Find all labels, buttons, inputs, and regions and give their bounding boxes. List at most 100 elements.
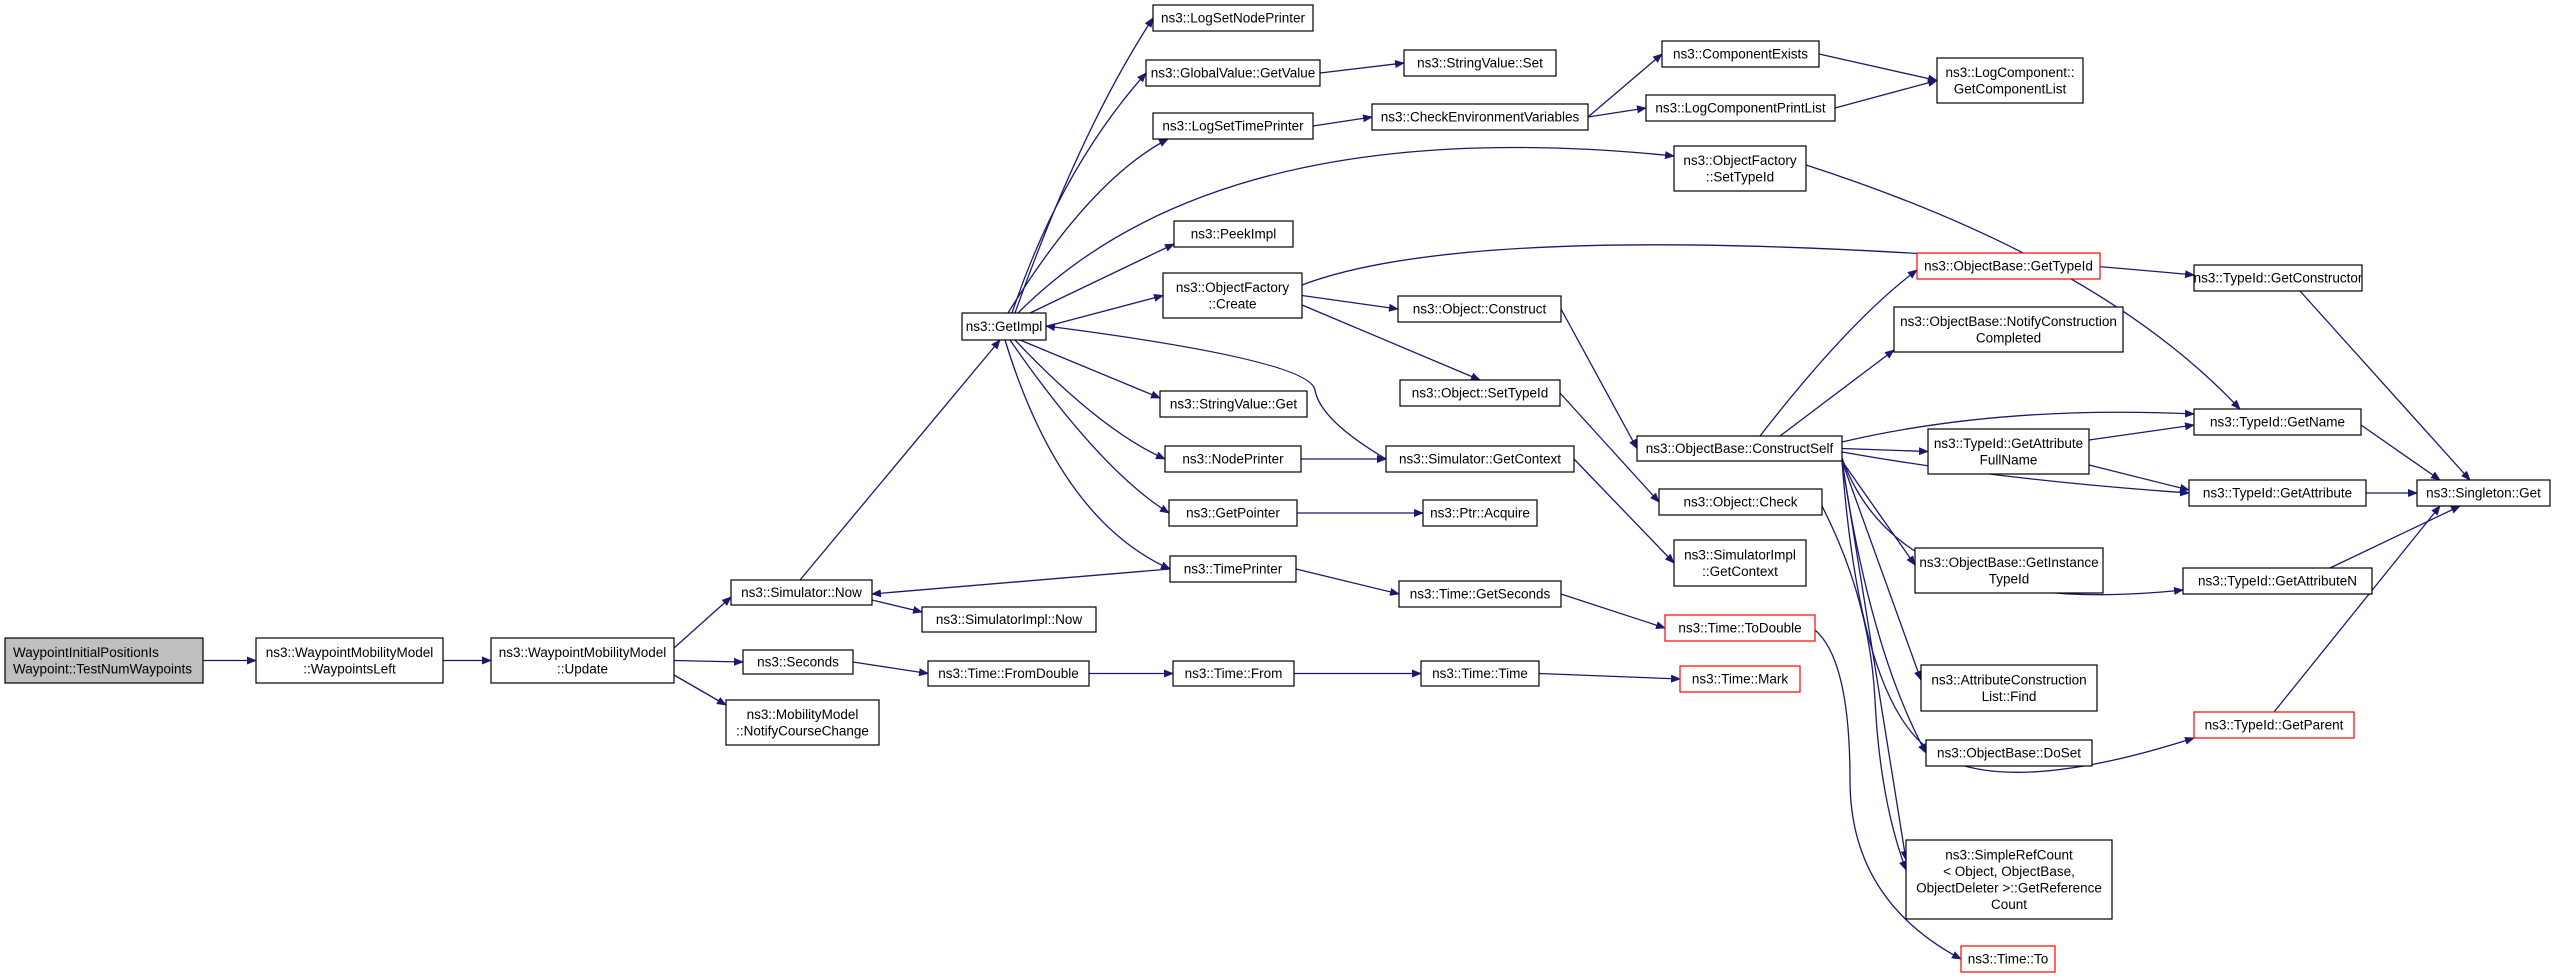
node-obconstructself[interactable]: ns3::ObjectBase::ConstructSelf — [1636, 435, 1843, 462]
node-box-obgettypeid[interactable] — [1916, 252, 2101, 280]
node-getimpl[interactable]: ns3::GetImpl — [961, 312, 1047, 341]
node-box-simgetctx[interactable] — [1385, 445, 1575, 473]
node-compexists[interactable]: ns3::ComponentExists — [1661, 40, 1820, 68]
node-box-tidgetattrfull[interactable] — [1927, 428, 2090, 475]
node-box-update[interactable] — [490, 637, 675, 684]
node-timegetsec[interactable]: ns3::Time::GetSeconds — [1398, 580, 1562, 608]
node-ptracquire[interactable]: ns3::Ptr::Acquire — [1422, 499, 1538, 527]
node-box-tidgetctor[interactable] — [2193, 264, 2363, 292]
node-box-tidgetattr[interactable] — [2188, 479, 2367, 507]
node-tidgetparent[interactable]: ns3::TypeId::GetParent — [2193, 711, 2355, 739]
node-timetime[interactable]: ns3::Time::Time — [1420, 660, 1540, 687]
node-srcgetref[interactable]: ns3::SimpleRefCount< Object, ObjectBase,… — [1905, 839, 2113, 920]
node-timeto[interactable]: ns3::Time::To — [1960, 945, 2056, 973]
node-box-wpleft[interactable] — [255, 637, 444, 684]
node-svset[interactable]: ns3::StringValue::Set — [1403, 49, 1557, 77]
node-timetodouble[interactable]: ns3::Time::ToDouble — [1664, 614, 1816, 642]
node-box-acfind[interactable] — [1920, 664, 2098, 712]
node-timefrom[interactable]: ns3::Time::From — [1172, 660, 1295, 687]
node-box-simimplgetctx[interactable] — [1673, 539, 1807, 587]
node-box-gvgetvalue[interactable] — [1145, 59, 1321, 87]
node-box-svset[interactable] — [1403, 49, 1557, 77]
node-box-tidgetparent[interactable] — [2193, 711, 2355, 739]
node-svget[interactable]: ns3::StringValue::Get — [1159, 390, 1308, 418]
node-box-singletonget[interactable] — [2416, 479, 2551, 507]
node-ofsettypeid[interactable]: ns3::ObjectFactory::SetTypeId — [1673, 145, 1807, 192]
node-tidgetctor[interactable]: ns3::TypeId::GetConstructor — [2193, 264, 2363, 292]
node-box-logsetnode[interactable] — [1152, 4, 1314, 32]
node-box-objsettypeid[interactable] — [1399, 379, 1561, 407]
node-objconstruct[interactable]: ns3::Object::Construct — [1397, 295, 1562, 323]
node-logsettime[interactable]: ns3::LogSetTimePrinter — [1152, 112, 1314, 140]
node-box-seconds[interactable] — [742, 649, 854, 675]
node-logcompprint[interactable]: ns3::LogComponentPrintList — [1645, 94, 1836, 122]
node-nodeprinter[interactable]: ns3::NodePrinter — [1164, 445, 1302, 473]
node-box-timeto[interactable] — [1960, 945, 2056, 973]
node-box-nodeprinter[interactable] — [1164, 445, 1302, 473]
node-box-simimplnow[interactable] — [921, 606, 1097, 633]
node-simimplnow[interactable]: ns3::SimulatorImpl::Now — [921, 606, 1097, 633]
node-obgettypeid[interactable]: ns3::ObjectBase::GetTypeId — [1916, 252, 2101, 280]
node-box-peekimpl[interactable] — [1173, 220, 1294, 248]
node-box-timetodouble[interactable] — [1664, 614, 1816, 642]
node-timeprinter[interactable]: ns3::TimePrinter — [1169, 555, 1297, 583]
node-box-compexists[interactable] — [1661, 40, 1820, 68]
node-simgetctx[interactable]: ns3::Simulator::GetContext — [1385, 445, 1575, 473]
node-simimplgetctx[interactable]: ns3::SimulatorImpl::GetContext — [1673, 539, 1807, 587]
node-box-simnow[interactable] — [730, 579, 873, 606]
node-objsettypeid[interactable]: ns3::Object::SetTypeId — [1399, 379, 1561, 407]
node-tidgetname[interactable]: ns3::TypeId::GetName — [2193, 408, 2362, 436]
node-box-timegetsec[interactable] — [1398, 580, 1562, 608]
node-singletonget[interactable]: ns3::Singleton::Get — [2416, 479, 2551, 507]
node-root[interactable]: WaypointInitialPositionIsWaypoint::TestN… — [4, 637, 204, 684]
node-getpointer[interactable]: ns3::GetPointer — [1168, 499, 1298, 527]
node-wpleft[interactable]: ns3::WaypointMobilityModel::WaypointsLef… — [255, 637, 444, 684]
node-box-logsettime[interactable] — [1152, 112, 1314, 140]
node-box-logcompgetlist[interactable] — [1936, 57, 2084, 104]
node-box-timeprinter[interactable] — [1169, 555, 1297, 583]
node-box-obconstructself[interactable] — [1636, 435, 1843, 462]
node-box-ofsettypeid[interactable] — [1673, 145, 1807, 192]
node-seconds[interactable]: ns3::Seconds — [742, 649, 854, 675]
node-peekimpl[interactable]: ns3::PeekImpl — [1173, 220, 1294, 248]
node-obdoset[interactable]: ns3::ObjectBase::DoSet — [1925, 739, 2093, 767]
node-tidgetattrn[interactable]: ns3::TypeId::GetAttributeN — [2182, 567, 2373, 595]
node-logcompgetlist[interactable]: ns3::LogComponent::GetComponentList — [1936, 57, 2084, 104]
node-checkenv[interactable]: ns3::CheckEnvironmentVariables — [1371, 103, 1589, 131]
node-objcheck[interactable]: ns3::Object::Check — [1658, 488, 1823, 516]
node-logsetnode[interactable]: ns3::LogSetNodePrinter — [1152, 4, 1314, 32]
node-box-checkenv[interactable] — [1371, 103, 1589, 131]
node-ofcreate[interactable]: ns3::ObjectFactory::Create — [1162, 272, 1303, 319]
node-notifycc[interactable]: ns3::MobilityModel::NotifyCourseChange — [725, 699, 880, 746]
node-obnotify[interactable]: ns3::ObjectBase::NotifyConstructionCompl… — [1893, 306, 2124, 353]
node-box-ptracquire[interactable] — [1422, 499, 1538, 527]
node-box-getpointer[interactable] — [1168, 499, 1298, 527]
node-box-tidgetattrn[interactable] — [2182, 567, 2373, 595]
node-box-tidgetname[interactable] — [2193, 408, 2362, 436]
node-box-objcheck[interactable] — [1658, 488, 1823, 516]
node-box-ofcreate[interactable] — [1162, 272, 1303, 319]
node-box-timetime[interactable] — [1420, 660, 1540, 687]
node-box-objconstruct[interactable] — [1397, 295, 1562, 323]
node-box-notifycc[interactable] — [725, 699, 880, 746]
node-tidgetattr[interactable]: ns3::TypeId::GetAttribute — [2188, 479, 2367, 507]
node-box-timefrom[interactable] — [1172, 660, 1295, 687]
node-box-logcompprint[interactable] — [1645, 94, 1836, 122]
node-box-root[interactable] — [4, 637, 204, 684]
node-box-obdoset[interactable] — [1925, 739, 2093, 767]
node-fromdouble[interactable]: ns3::Time::FromDouble — [927, 660, 1090, 687]
node-box-fromdouble[interactable] — [927, 660, 1090, 687]
node-box-svget[interactable] — [1159, 390, 1308, 418]
node-box-timemark[interactable] — [1679, 665, 1801, 693]
node-box-getimpl[interactable] — [961, 312, 1047, 341]
node-update[interactable]: ns3::WaypointMobilityModel::Update — [490, 637, 675, 684]
node-gvgetvalue[interactable]: ns3::GlobalValue::GetValue — [1145, 59, 1321, 87]
node-box-obgetinstance[interactable] — [1914, 547, 2104, 594]
node-timemark[interactable]: ns3::Time::Mark — [1679, 665, 1801, 693]
node-simnow[interactable]: ns3::Simulator::Now — [730, 579, 873, 606]
node-box-obnotify[interactable] — [1893, 306, 2124, 353]
node-box-srcgetref[interactable] — [1905, 839, 2113, 920]
